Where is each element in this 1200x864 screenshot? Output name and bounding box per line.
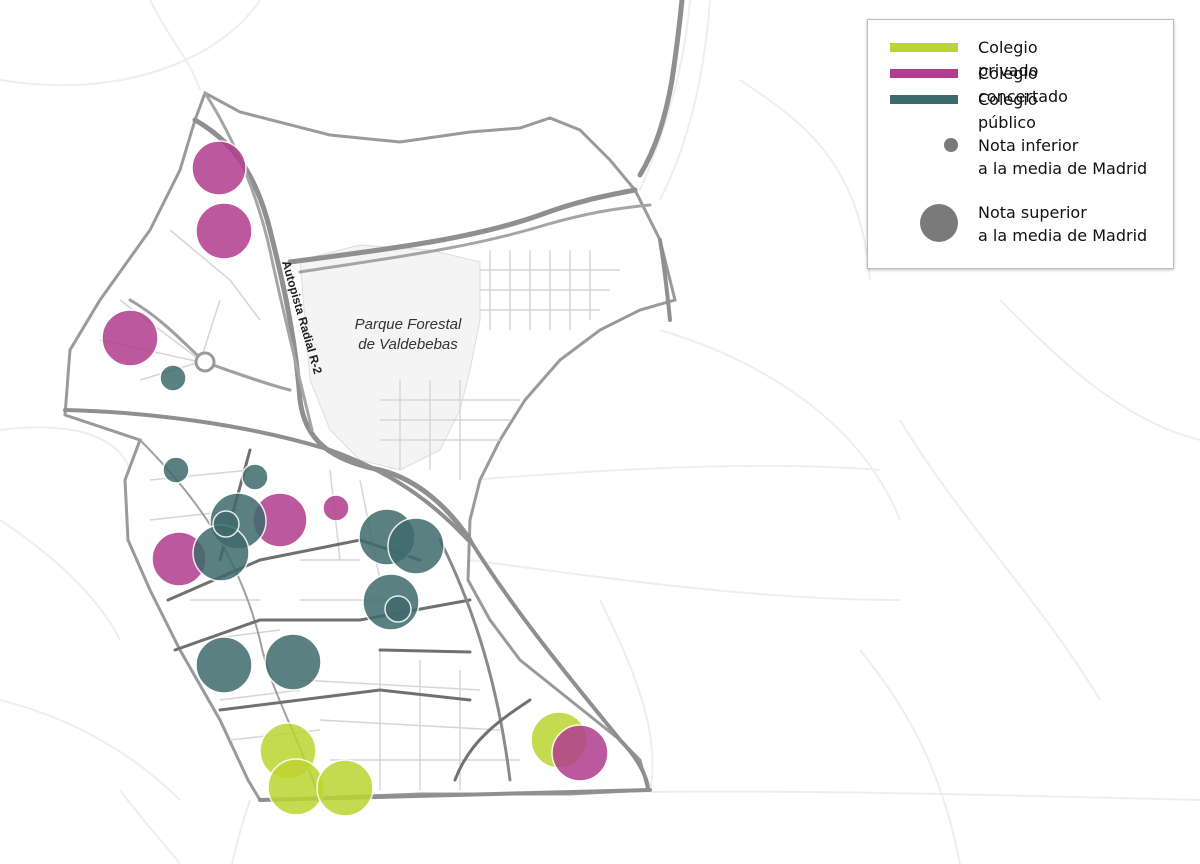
- park-label-line2: de Valdebebas: [358, 336, 458, 353]
- park-label-line1: Parque Forestal: [355, 316, 462, 333]
- school-marker-concertado[interactable]: [195, 202, 253, 260]
- school-marker-concertado[interactable]: [551, 724, 609, 782]
- school-marker-publico[interactable]: [159, 364, 187, 392]
- school-marker-concertado[interactable]: [322, 494, 350, 522]
- legend-label-privado: Colegio privado: [978, 38, 1039, 80]
- legend: Colegio privado Colegio concertado Coleg…: [867, 19, 1174, 269]
- legend-large-dot: [920, 204, 958, 242]
- legend-small-dot: [944, 138, 958, 152]
- school-marker-publico[interactable]: [195, 636, 253, 694]
- school-marker-publico[interactable]: [162, 456, 190, 484]
- school-marker-privado[interactable]: [267, 758, 325, 816]
- school-marker-publico[interactable]: [264, 633, 322, 691]
- legend-label-concertado: Colegio concertado: [978, 64, 1068, 106]
- legend-swatch-concertado: [890, 69, 958, 78]
- legend-swatch-publico: [890, 95, 958, 104]
- school-markers: [101, 140, 609, 817]
- school-marker-publico[interactable]: [387, 517, 445, 575]
- school-marker-publico[interactable]: [212, 510, 240, 538]
- legend-swatch-privado: [890, 43, 958, 52]
- school-marker-concertado[interactable]: [191, 140, 247, 196]
- roundabout: [194, 351, 216, 373]
- legend-label-nota-superior: Nota superior a la media de Madrid: [978, 203, 1148, 245]
- legend-label-nota-inferior: Nota inferior a la media de Madrid: [978, 136, 1148, 178]
- school-marker-privado[interactable]: [316, 759, 374, 817]
- school-marker-publico[interactable]: [384, 595, 412, 623]
- legend-label-publico: Colegio público: [978, 90, 1038, 132]
- school-marker-concertado[interactable]: [101, 309, 159, 367]
- school-marker-publico[interactable]: [241, 463, 269, 491]
